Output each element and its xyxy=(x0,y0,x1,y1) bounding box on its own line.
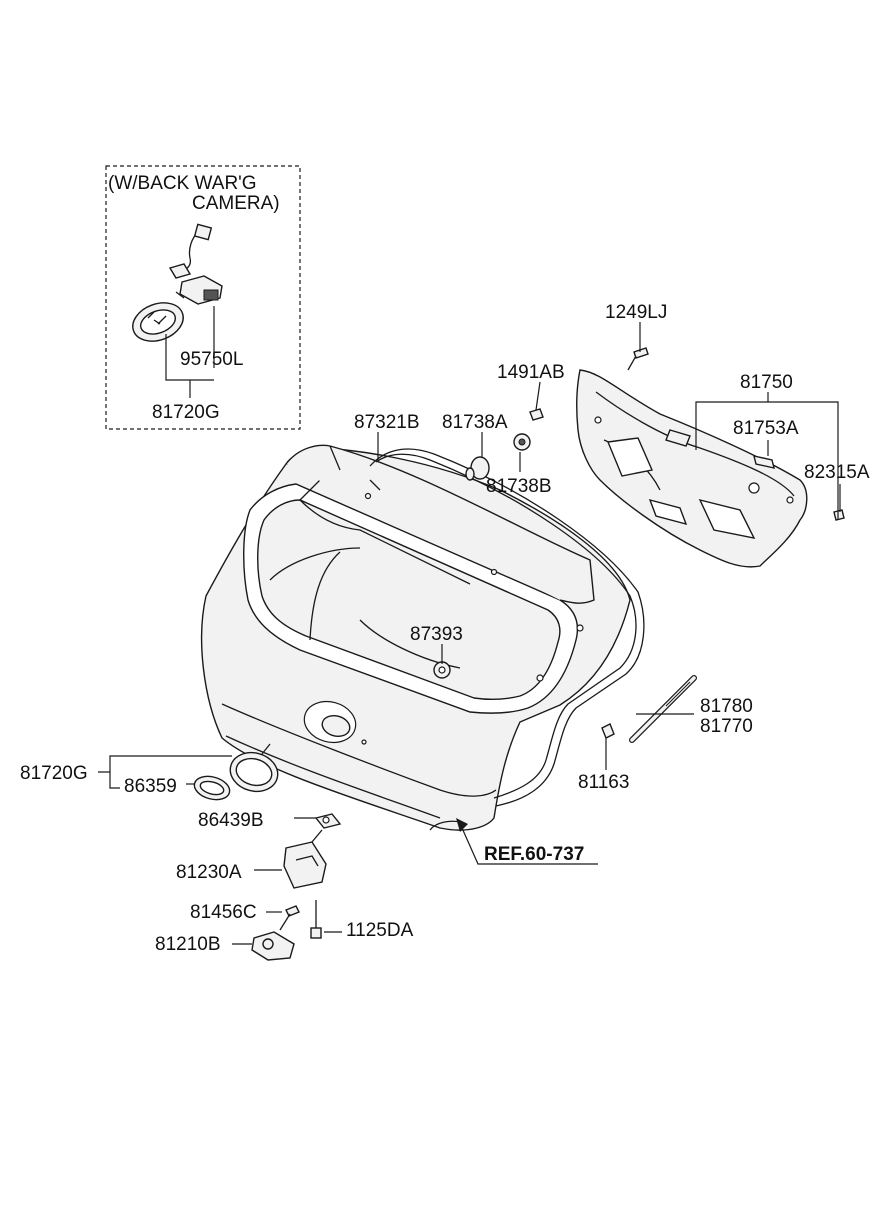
label-1491AB: 1491AB xyxy=(497,362,565,383)
emblem-86359-part xyxy=(193,775,231,801)
label-81720G: 81720G xyxy=(20,763,88,784)
label-1249LJ: 1249LJ xyxy=(605,302,667,323)
bumper-81738A-part xyxy=(465,456,490,481)
camera-part xyxy=(168,223,223,305)
label-86439B: 86439B xyxy=(198,810,264,831)
clip-1491AB-part xyxy=(529,408,544,421)
inset-dashed-frame xyxy=(105,165,301,430)
label-ref-60-737: REF.60-737 xyxy=(484,844,584,865)
fastener-82315A-part xyxy=(833,509,845,521)
label-81770: 81770 xyxy=(700,716,753,737)
label-81738A: 81738A xyxy=(442,412,508,433)
label-95750L: 95750L xyxy=(180,349,243,370)
label-81163: 81163 xyxy=(578,772,629,793)
label-81738B: 81738B xyxy=(486,476,552,497)
label-86359: 86359 xyxy=(124,776,177,797)
inset-title-line2: CAMERA) xyxy=(192,193,280,214)
tailgate-panel xyxy=(200,444,631,831)
clip-81753A-part xyxy=(753,455,775,469)
nut-87393-part xyxy=(433,661,451,679)
label-inset-81720G: 81720G xyxy=(152,402,220,423)
bolt-1249LJ-part xyxy=(627,347,649,371)
emblem-81720G-part xyxy=(229,743,279,793)
latch-81230A-part xyxy=(283,829,327,889)
label-81780: 81780 xyxy=(700,696,753,717)
lift-strut-part xyxy=(629,675,697,743)
label-82315A: 82315A xyxy=(804,462,870,483)
bracket-81163-part xyxy=(601,723,615,739)
leader-lines xyxy=(98,322,841,945)
camera-inset: (W/BACK WAR'G CAMERA) 95750L 81720G xyxy=(105,165,301,430)
switch-81210B-part xyxy=(251,931,295,961)
screw-81456C-part xyxy=(279,905,300,931)
label-87321B: 87321B xyxy=(354,412,420,433)
bumper-81738B-part xyxy=(513,433,531,451)
label-81456C: 81456C xyxy=(190,902,257,923)
inset-title-line1: (W/BACK WAR'G xyxy=(108,173,257,194)
bolt-1125DA-part xyxy=(310,900,322,939)
label-87393: 87393 xyxy=(410,624,463,645)
weatherstrip-part xyxy=(369,448,645,807)
inner-trim-panel xyxy=(575,369,808,568)
label-81753A: 81753A xyxy=(733,418,799,439)
label-81210B: 81210B xyxy=(155,934,221,955)
label-81230A: 81230A xyxy=(176,862,242,883)
grommet-86439B-part xyxy=(314,813,342,829)
label-81750: 81750 xyxy=(740,372,793,393)
inset-emblem-part xyxy=(132,302,184,342)
label-1125DA: 1125DA xyxy=(346,920,414,941)
